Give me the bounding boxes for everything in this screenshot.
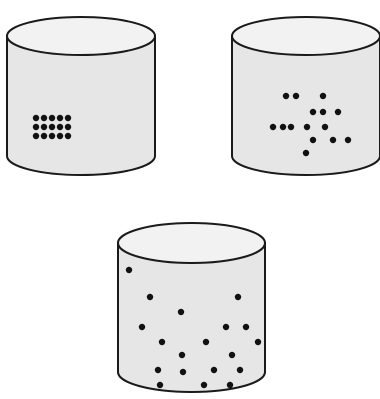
particle-dot	[345, 137, 351, 143]
container-body	[7, 36, 155, 175]
particle-dot	[41, 133, 47, 139]
particle-dot	[41, 115, 47, 121]
particle-dot	[288, 124, 294, 130]
particle-dot	[159, 339, 165, 345]
particle-dot	[179, 352, 185, 358]
particle-dot	[243, 324, 249, 330]
particle-dot	[180, 369, 186, 375]
particle-dot	[320, 93, 326, 99]
particle-dot	[49, 124, 55, 130]
particle-dot	[293, 93, 299, 99]
particle-dot	[126, 267, 132, 273]
container-left	[7, 17, 155, 175]
particle-dot	[139, 324, 145, 330]
particle-dot	[320, 109, 326, 115]
particle-dot	[303, 150, 309, 156]
container-top	[118, 223, 265, 263]
particle-dot	[255, 339, 261, 345]
particle-dot	[33, 133, 39, 139]
particle-dot	[157, 382, 163, 388]
particle-dot	[310, 137, 316, 143]
particle-dot	[41, 124, 47, 130]
container-bottom	[118, 223, 265, 392]
particle-dot	[335, 109, 341, 115]
particle-dot	[33, 124, 39, 130]
particle-dot	[65, 115, 71, 121]
particle-dot	[49, 115, 55, 121]
particle-dot	[65, 133, 71, 139]
particle-dot	[223, 324, 229, 330]
particle-dot	[283, 93, 289, 99]
particle-dot	[229, 352, 235, 358]
particle-dot	[147, 294, 153, 300]
particle-dot	[237, 367, 243, 373]
particle-dot	[178, 309, 184, 315]
particle-dot	[280, 124, 286, 130]
particle-dot	[49, 133, 55, 139]
particle-dot	[33, 115, 39, 121]
container-right	[232, 17, 380, 175]
particle-dot	[203, 339, 209, 345]
particle-dot	[322, 124, 328, 130]
particle-dot	[310, 109, 316, 115]
particle-dot	[155, 367, 161, 373]
container-top	[7, 17, 155, 55]
particle-dot	[57, 133, 63, 139]
particle-dot	[211, 367, 217, 373]
particle-dot	[201, 382, 207, 388]
particle-dot	[235, 294, 241, 300]
particle-dot	[304, 124, 310, 130]
particle-dot	[270, 124, 276, 130]
particle-dot	[65, 124, 71, 130]
container-top	[232, 17, 380, 55]
particle-dot	[330, 137, 336, 143]
particle-dot	[57, 124, 63, 130]
particle-dot	[227, 382, 233, 388]
particle-dot	[57, 115, 63, 121]
